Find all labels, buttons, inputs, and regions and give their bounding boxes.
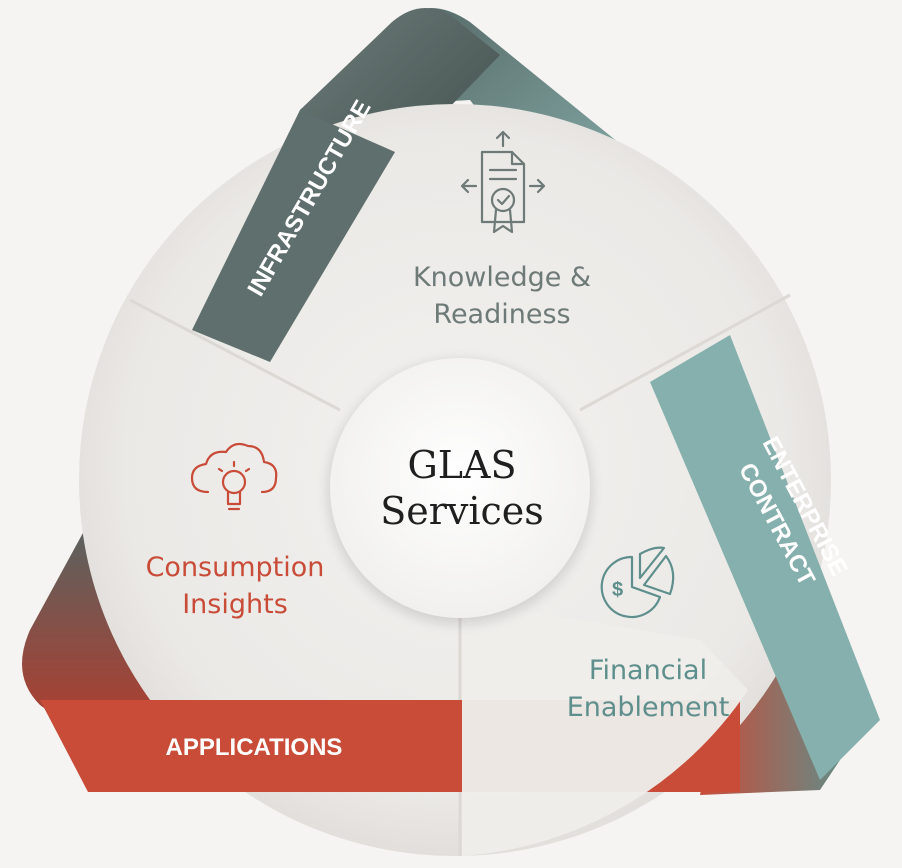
consumption-label-line2: Insights — [182, 589, 288, 620]
svg-text:$: $ — [612, 579, 623, 601]
center-title-line1: GLAS — [407, 443, 516, 487]
center-title-line2: Services — [380, 489, 544, 533]
financial-label-line2: Enablement — [567, 692, 730, 723]
pie-chart-dollar-icon: $ — [600, 546, 675, 619]
knowledge-label-line2: Readiness — [433, 299, 570, 330]
certificate-document-icon — [460, 130, 546, 234]
center-circle — [330, 358, 590, 618]
applications-label: APPLICATIONS — [166, 734, 343, 761]
financial-sector-overlap — [462, 600, 748, 856]
financial-label-line1: Financial — [589, 655, 707, 686]
consumption-label-line1: Consumption — [146, 552, 325, 583]
knowledge-label-line1: Knowledge & — [413, 262, 591, 293]
cloud-lightbulb-icon — [190, 442, 278, 511]
